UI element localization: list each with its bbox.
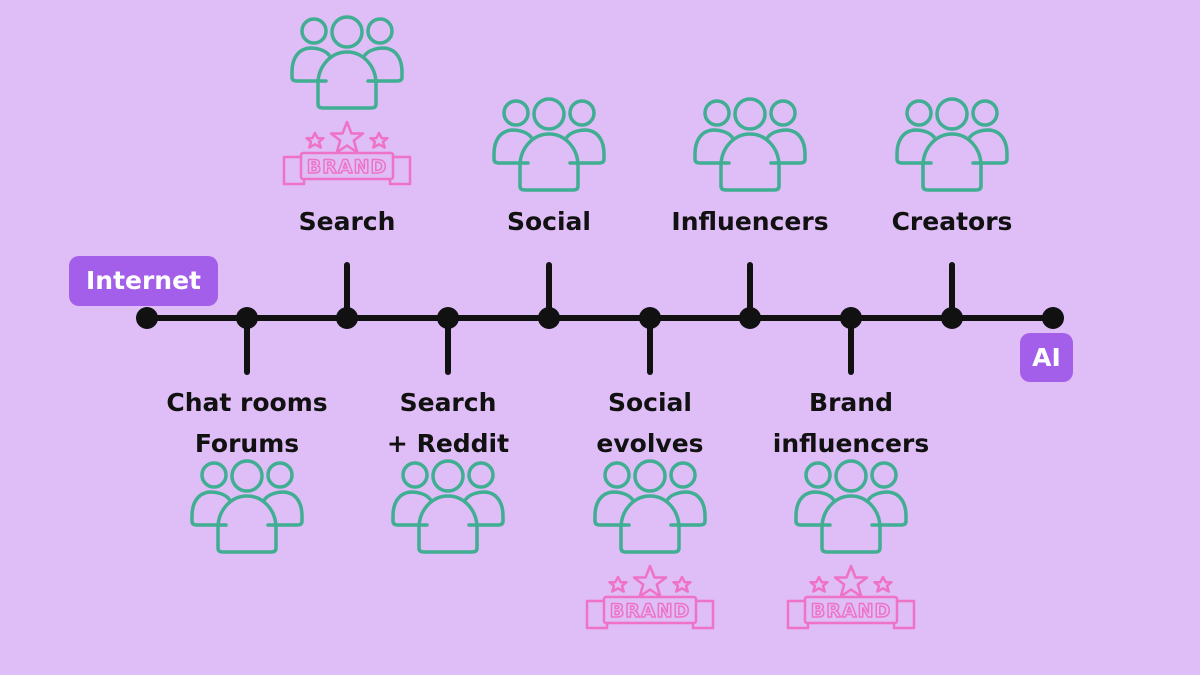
start-dot <box>136 307 158 329</box>
timeline-dot <box>236 307 258 329</box>
timeline-dot <box>639 307 661 329</box>
timeline-dot <box>437 307 459 329</box>
event-label: Brand influencers <box>773 382 929 464</box>
event-label-line: Social <box>607 388 693 417</box>
event-label-line: Brand <box>809 388 893 417</box>
event-label-line: evolves <box>596 429 704 458</box>
event-label-line: + Reddit <box>386 429 510 458</box>
end-dot <box>1042 307 1064 329</box>
event-label: Search <box>299 201 396 242</box>
event-label-line: Influencers <box>671 207 829 236</box>
event-label-line: influencers <box>772 429 930 458</box>
event-label-line: Social <box>506 207 592 236</box>
people-icon <box>693 97 807 192</box>
timeline-dot <box>941 307 963 329</box>
event-label: Search + Reddit <box>387 382 509 464</box>
event-label-line: Chat rooms <box>166 388 328 417</box>
people-icon <box>290 15 404 110</box>
timeline-dot <box>336 307 358 329</box>
event-label-line: Search <box>399 388 497 417</box>
event-label: Creators <box>892 201 1013 242</box>
people-icon <box>895 97 1009 192</box>
brand-icon <box>282 120 412 186</box>
start-label-internet: Internet <box>69 256 218 306</box>
people-icon <box>593 459 707 554</box>
event-label: Social evolves <box>596 382 703 464</box>
people-icon <box>492 97 606 192</box>
timeline-dot <box>538 307 560 329</box>
people-icon <box>190 459 304 554</box>
event-label: Influencers <box>671 201 828 242</box>
people-icon <box>391 459 505 554</box>
timeline-dot <box>840 307 862 329</box>
event-label-line: Creators <box>891 207 1013 236</box>
event-label: Social <box>507 201 591 242</box>
timeline-dot <box>739 307 761 329</box>
people-icon <box>794 459 908 554</box>
brand-icon <box>585 564 715 630</box>
brand-icon <box>786 564 916 630</box>
event-label-line: Search <box>298 207 396 236</box>
event-label-line: Forums <box>194 429 300 458</box>
end-label-ai: AI <box>1020 333 1073 382</box>
